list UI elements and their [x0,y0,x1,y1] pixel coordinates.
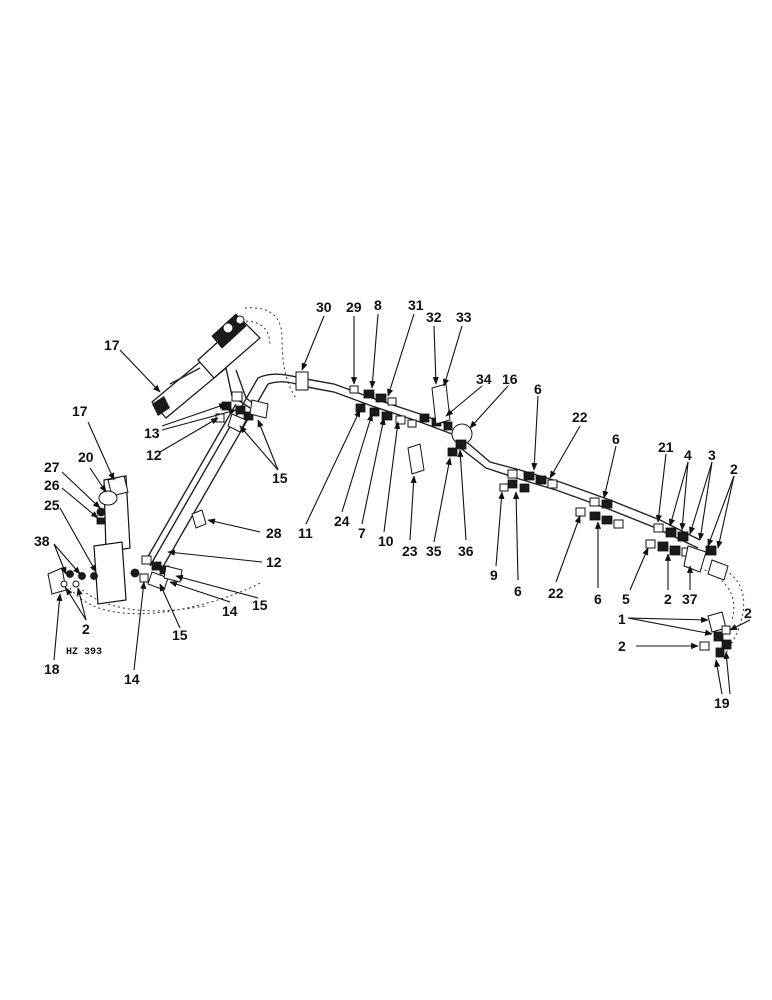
callout-22-b: 22 [548,585,564,601]
callout-24: 24 [334,513,350,529]
callout-35: 35 [426,543,442,559]
callout-5: 5 [622,591,630,607]
callout-12-upper: 12 [146,447,162,463]
callout-12-lower: 12 [266,554,282,570]
callout-22-a: 22 [572,409,588,425]
leader-lines [53,313,751,695]
callout-32: 32 [426,309,442,325]
callout-23: 23 [402,543,418,559]
callout-2-mid-right: 2 [664,591,672,607]
callout-10: 10 [378,533,394,549]
callout-31: 31 [408,297,424,313]
lower-cylinder [47,475,140,605]
callout-6-a: 6 [534,381,542,397]
callout-25: 25 [44,497,60,513]
callout-11: 11 [298,525,313,541]
callout-21: 21 [658,439,674,455]
callout-16: 16 [502,371,518,387]
main-tube-run [295,371,732,658]
callout-18: 18 [44,661,60,677]
callout-4: 4 [684,447,692,463]
callout-13: 13 [144,425,160,441]
callout-2-lower-right: 2 [618,638,626,654]
callout-7: 7 [358,525,366,541]
callout-6-d: 6 [594,591,602,607]
callout-37: 37 [682,591,698,607]
callout-14-lower: 14 [222,603,238,619]
drawing-code: HZ 393 [66,647,102,658]
callout-2-top-right: 2 [730,461,738,477]
callout-15-upper: 15 [272,470,288,486]
upper-cylinder [151,313,263,419]
callout-17-lower: 17 [72,403,88,419]
callout-6-b: 6 [514,583,522,599]
callout-28: 28 [266,525,282,541]
callout-27: 27 [44,459,60,475]
callout-15-lower-right: 15 [252,597,268,613]
callout-19: 19 [714,695,730,711]
callout-1: 1 [618,611,626,627]
callout-2-far-right: 2 [744,605,752,621]
callout-6-c: 6 [612,431,620,447]
callout-8: 8 [374,297,382,313]
callout-36: 36 [458,543,474,559]
callout-9: 9 [490,567,498,583]
callout-3: 3 [708,447,716,463]
left-tube-assembly [139,373,303,591]
callout-17-upper: 17 [104,337,120,353]
callout-38: 38 [34,533,50,549]
callout-14-lower-left: 14 [124,671,140,687]
callout-34: 34 [476,371,492,387]
callout-20: 20 [78,449,94,465]
dashed-hose-routes [69,307,745,656]
callout-26: 26 [44,477,60,493]
callout-30: 30 [316,299,332,315]
callout-labels: 17 13 12 15 17 20 27 26 25 38 2 HZ 393 1… [34,297,752,711]
callout-15-lower: 15 [172,627,188,643]
callout-2-lower-left: 2 [82,621,90,637]
callout-33: 33 [456,309,472,325]
callout-29: 29 [346,299,362,315]
